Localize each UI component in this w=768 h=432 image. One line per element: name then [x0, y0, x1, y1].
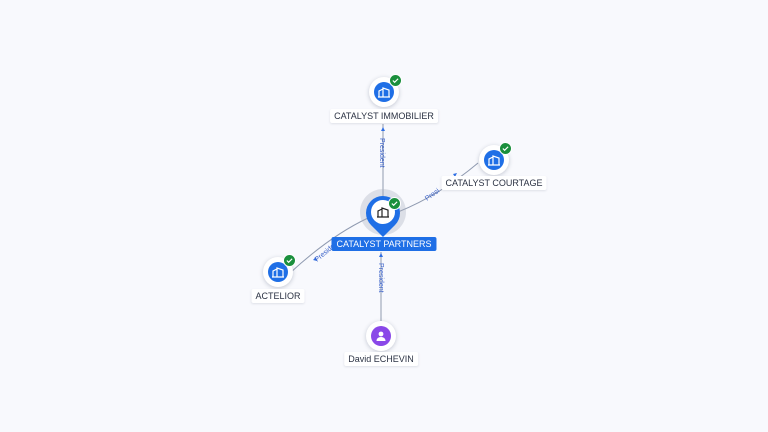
- edge-label-person: President: [377, 263, 384, 293]
- edge-center-courtage: [397, 162, 479, 213]
- verified-check-icon: [283, 254, 296, 267]
- verified-check-icon: [389, 74, 402, 87]
- node-label-immobilier[interactable]: CATALYST IMMOBILIER: [330, 109, 438, 123]
- node-person-david-echevin[interactable]: [366, 321, 396, 351]
- edge-arrow-courtage: [453, 173, 457, 177]
- edge-arrow-person: [379, 253, 383, 257]
- edge-arrow-immobilier: [381, 127, 385, 131]
- node-label-person[interactable]: David ECHEVIN: [344, 352, 418, 366]
- node-label-actelior[interactable]: ACTELIOR: [251, 289, 305, 303]
- building-icon: [268, 262, 288, 282]
- node-actelior[interactable]: [263, 254, 296, 287]
- edge-label-immobilier: President: [378, 138, 385, 168]
- node-label-center[interactable]: CATALYST PARTNERS: [331, 237, 437, 251]
- verified-check-icon: [388, 197, 401, 210]
- person-icon: [371, 326, 391, 346]
- edge-arrow-actelior: [313, 257, 317, 261]
- node-catalyst-immobilier[interactable]: [369, 74, 402, 107]
- edge-center-actelior: [289, 217, 369, 274]
- node-label-courtage[interactable]: CATALYST COURTAGE: [441, 176, 547, 190]
- building-icon: [374, 82, 394, 102]
- edge-label-courtage: Presi: [424, 187, 441, 202]
- node-catalyst-courtage[interactable]: [479, 142, 512, 175]
- verified-check-icon: [499, 142, 512, 155]
- building-icon: [484, 150, 504, 170]
